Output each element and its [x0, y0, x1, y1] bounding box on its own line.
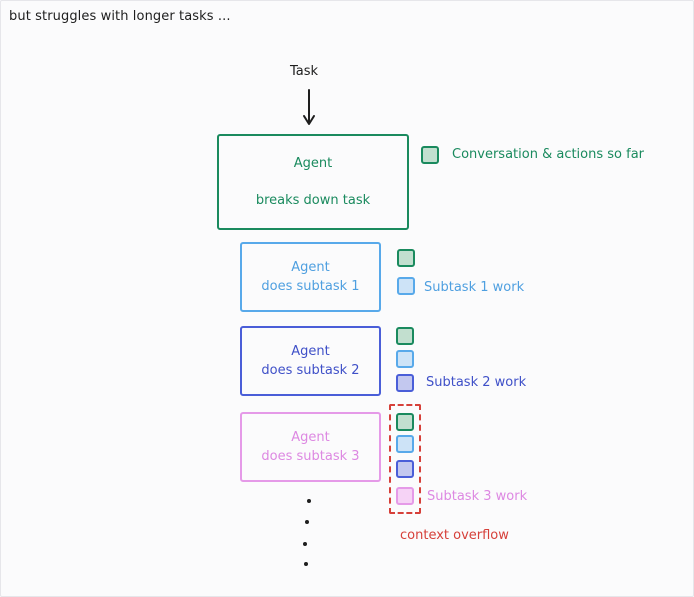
subtask-3-box: Agent does subtask 3: [240, 412, 381, 482]
legend-subtask-3: Subtask 3 work: [427, 489, 528, 504]
context-overflow-box: [389, 404, 421, 514]
context-block-conversation: [396, 413, 414, 431]
context-block-conversation: [421, 146, 439, 164]
agent-box: Agent breaks down task: [217, 134, 409, 230]
subtask-2-subtitle: does subtask 2: [261, 363, 360, 378]
context-block-subtask-1: [396, 350, 414, 368]
task-label: Task: [290, 64, 319, 79]
ellipsis-dot: [305, 520, 309, 524]
context-block-subtask-2: [396, 374, 414, 392]
context-block-subtask-1: [397, 277, 415, 295]
ellipsis-dot: [307, 499, 311, 503]
subtask-1-box: Agent does subtask 1: [240, 242, 381, 312]
subtask-1-title: Agent: [291, 260, 330, 275]
task-arrow: [303, 89, 315, 125]
legend-subtask-1: Subtask 1 work: [424, 280, 525, 295]
legend-conversation: Conversation & actions so far: [452, 147, 645, 162]
subtask-2-box: Agent does subtask 2: [240, 326, 381, 396]
legend-subtask-2: Subtask 2 work: [426, 375, 527, 390]
subtask-2-title: Agent: [291, 344, 330, 359]
subtask-1-subtitle: does subtask 1: [261, 279, 360, 294]
subtask-3-subtitle: does subtask 3: [261, 449, 360, 464]
context-block-subtask-3: [396, 487, 414, 505]
context-block-conversation: [397, 249, 415, 267]
context-block-subtask-2: [396, 460, 414, 478]
agent-box-subtitle: breaks down task: [255, 193, 371, 208]
heading: but struggles with longer tasks ...: [9, 9, 231, 24]
context-block-subtask-1: [396, 435, 414, 453]
ellipsis-dot: [304, 562, 308, 566]
subtask-3-title: Agent: [291, 430, 330, 445]
ellipsis-dot: [303, 542, 307, 546]
context-overflow-label: context overflow: [400, 528, 509, 543]
agent-box-title: Agent: [293, 156, 333, 171]
context-block-conversation: [396, 327, 414, 345]
